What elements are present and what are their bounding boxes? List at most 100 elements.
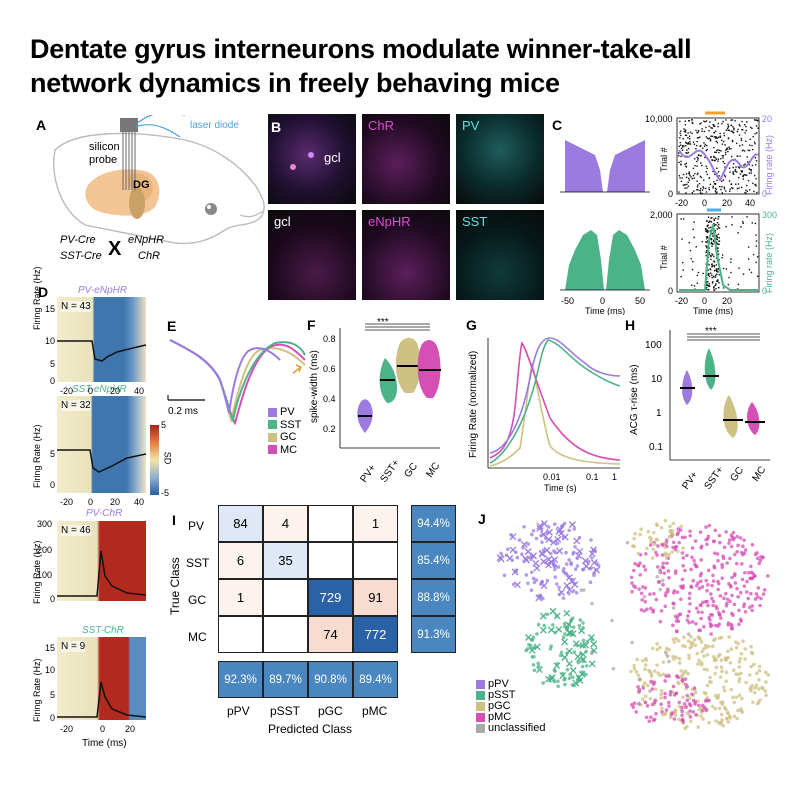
- d-y2-0: 0: [50, 480, 56, 490]
- d-n-4: N = 9: [61, 641, 86, 652]
- cm-cell: [308, 542, 353, 579]
- c-xt2: 0: [600, 296, 605, 306]
- h-sig: ***: [705, 326, 717, 337]
- chr-label: ChR: [138, 250, 161, 262]
- cross-symbol: X: [108, 238, 122, 260]
- c-trial-label-1: Trial #: [659, 147, 669, 172]
- j-legend-pgc: pGC: [476, 701, 545, 712]
- col-accuracy-cell: 90.8%: [308, 661, 353, 698]
- raster-pv: [676, 117, 760, 195]
- micrograph-sst: SST: [456, 210, 544, 300]
- d-y2-5: 5: [50, 449, 56, 459]
- h-x-mc: MC: [750, 465, 768, 484]
- g-x-01: 0.1: [586, 472, 599, 482]
- f-x-mc: MC: [424, 461, 442, 480]
- d-x4-a: -20: [60, 724, 74, 734]
- gcl-label-top: gcl: [324, 150, 341, 165]
- h-x-pv: PV+: [680, 470, 700, 492]
- probe-label-line2: probe: [89, 154, 117, 166]
- f-y-04: 0.4: [323, 394, 336, 404]
- c-xt2-1: -20: [675, 198, 688, 208]
- h-x-sst: SST+: [702, 465, 726, 492]
- c-r2: 0: [762, 189, 767, 199]
- c-trial-label-2: Trial #: [659, 245, 669, 270]
- c-xt3-3: 20: [722, 296, 732, 306]
- cm-cell: 91: [353, 579, 398, 616]
- cm-cell: 74: [308, 616, 353, 653]
- d-y3-200: 200: [37, 545, 53, 555]
- d-heatmap-4: N = 9: [57, 637, 146, 720]
- col-accuracy-cell: 89.7%: [263, 661, 308, 698]
- f-violin-plot: 0.8 0.6 0.4 0.2 spike-width (ms) *** PV+…: [309, 318, 442, 485]
- f-x-pv: PV+: [358, 463, 378, 485]
- i-col-pgc: pGC: [318, 704, 343, 718]
- j-tsne-scatter: [496, 518, 771, 731]
- d-y4-0: 0: [50, 713, 56, 723]
- d-ylabel-4: Firing Rate (Hz): [32, 658, 42, 722]
- d-heatmap-1: N = 43: [57, 297, 146, 382]
- h-x-gc: GC: [728, 465, 746, 484]
- acg-sst-left: [565, 230, 604, 290]
- sst-channel-label: SST: [462, 214, 488, 229]
- d-x2-c: 20: [110, 497, 121, 507]
- row-accuracy-column: 94.4%85.4%88.8%91.3%: [411, 505, 456, 653]
- h-violin-plot: 100 10 1 0.1 ACG τ-rise (ms) *** PV+ SST…: [629, 326, 770, 492]
- c-r3: 300: [762, 210, 777, 220]
- panel-label-b: B: [271, 119, 282, 135]
- cm-cell: [353, 542, 398, 579]
- gcl-label-bottom: gcl: [274, 214, 291, 229]
- d-x1-b: 0: [88, 386, 94, 396]
- f-y-08: 0.8: [323, 334, 336, 344]
- panel-label-f: F: [307, 317, 316, 333]
- e-legend-gc: GC: [268, 431, 301, 444]
- g-ylabel: Firing Rate (normalized): [468, 351, 479, 458]
- d-y4-15: 15: [45, 643, 56, 653]
- d-heatmap-2: N = 32: [57, 396, 146, 493]
- d-x1-d: 40: [134, 386, 145, 396]
- i-col-ppv: pPV: [227, 704, 250, 718]
- d-x2-b: 0: [88, 497, 94, 507]
- raster-sst: [676, 213, 760, 293]
- panel-label-g: G: [466, 317, 477, 333]
- panel-label-a: A: [36, 117, 47, 133]
- c-yt0: 0: [668, 189, 673, 199]
- acg-pv-right: [607, 140, 645, 192]
- e-legend: PV SST GC MC: [268, 406, 301, 456]
- cm-cell: [308, 505, 353, 542]
- pv-channel-label: PV: [462, 118, 480, 133]
- f-ylabel: spike-width (ms): [309, 350, 320, 423]
- probe-label-line1: silicon: [89, 141, 120, 153]
- i-col-psst: pSST: [270, 704, 301, 718]
- row-accuracy-cell: 91.3%: [411, 616, 456, 653]
- c-r4: 0: [762, 286, 767, 296]
- c-xt3-2: 0: [702, 296, 707, 306]
- d-title-2: SST-eNpHR: [72, 384, 127, 395]
- d-x2-a: -20: [60, 497, 74, 507]
- h-violin-mc: [747, 402, 760, 435]
- figure-title: Dentate gyrus interneurons modulate winn…: [30, 34, 692, 98]
- d-x1-c: 20: [110, 386, 121, 396]
- cm-cell: 84: [218, 505, 263, 542]
- j-legend-pmc: pMC: [476, 712, 545, 723]
- h-y-01: 0.1: [649, 442, 663, 453]
- d-y1-10: 10: [45, 336, 56, 346]
- i-col-pmc: pMC: [362, 704, 388, 718]
- c-xt1: -50: [561, 296, 574, 306]
- d-title-3: PV-ChR: [86, 508, 123, 519]
- enphr-label: eNpHR: [128, 234, 165, 246]
- d-y3-0: 0: [50, 594, 56, 604]
- g-line-plot: 0.01 0.1 1 Time (s) Firing Rate (normali…: [468, 337, 621, 493]
- d-ylabel-1: Firing Rate (Hz): [32, 266, 42, 330]
- c-fr-label-2: Firing rate (Hz): [764, 233, 774, 293]
- cm-cell: 729: [308, 579, 353, 616]
- c-xt3: 50: [635, 296, 645, 306]
- micrograph-pv: PV: [456, 114, 544, 204]
- cm-cell: 4: [263, 505, 308, 542]
- d-y1-0: 0: [50, 376, 56, 386]
- d-y1-5: 5: [50, 359, 56, 369]
- c-xt2-3: 20: [722, 198, 732, 208]
- i-xlabel: Predicted Class: [268, 722, 353, 736]
- micrograph-chr: ChR: [362, 114, 450, 204]
- d-n-3: N = 46: [61, 525, 91, 536]
